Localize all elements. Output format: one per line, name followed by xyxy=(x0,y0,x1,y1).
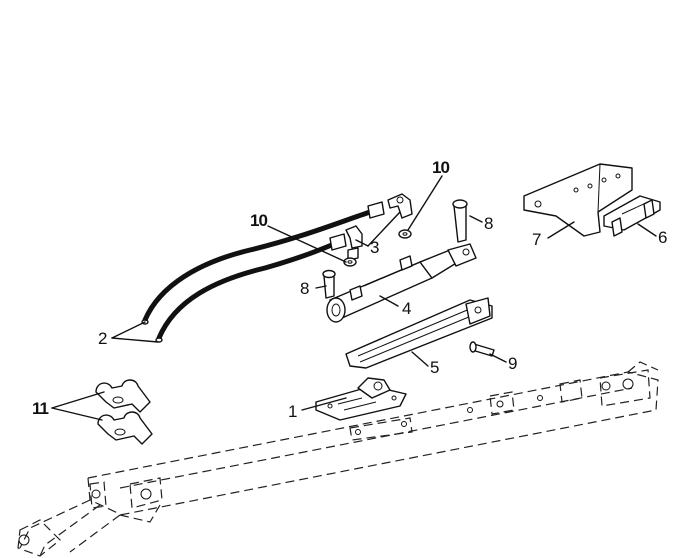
pipe-clamps xyxy=(95,379,153,445)
hydraulic-cylinder xyxy=(326,243,477,323)
tractor-frame xyxy=(17,361,659,557)
callout-3: 3 xyxy=(370,238,379,257)
clevis-pins xyxy=(322,199,468,299)
callout-6: 6 xyxy=(658,228,667,247)
callout-9: 9 xyxy=(508,354,517,373)
callout-11: 11 xyxy=(32,399,49,418)
callout-5: 5 xyxy=(430,358,439,377)
clamp-bracket xyxy=(603,195,661,237)
callout-2: 2 xyxy=(98,329,107,348)
linkage-arm xyxy=(345,297,493,369)
callout-8-upper: 8 xyxy=(484,214,493,233)
callout-10-left: 10 xyxy=(250,211,267,230)
mounting-plate xyxy=(523,163,633,237)
elbow-fittings xyxy=(345,193,413,261)
hydraulic-hoses xyxy=(141,201,385,343)
anchor-bracket-part xyxy=(315,377,407,421)
washers xyxy=(343,229,412,267)
callout-8-lower: 8 xyxy=(300,279,309,298)
callout-4: 4 xyxy=(402,299,411,318)
pivot-pin xyxy=(469,341,495,357)
callout-1: 1 xyxy=(288,402,297,421)
callout-7: 7 xyxy=(532,230,541,249)
callout-labels: 1 2 3 4 5 6 7 8 8 9 10 10 11 xyxy=(32,158,667,421)
callout-10-upper: 10 xyxy=(432,158,449,177)
leader-lines xyxy=(51,175,657,421)
